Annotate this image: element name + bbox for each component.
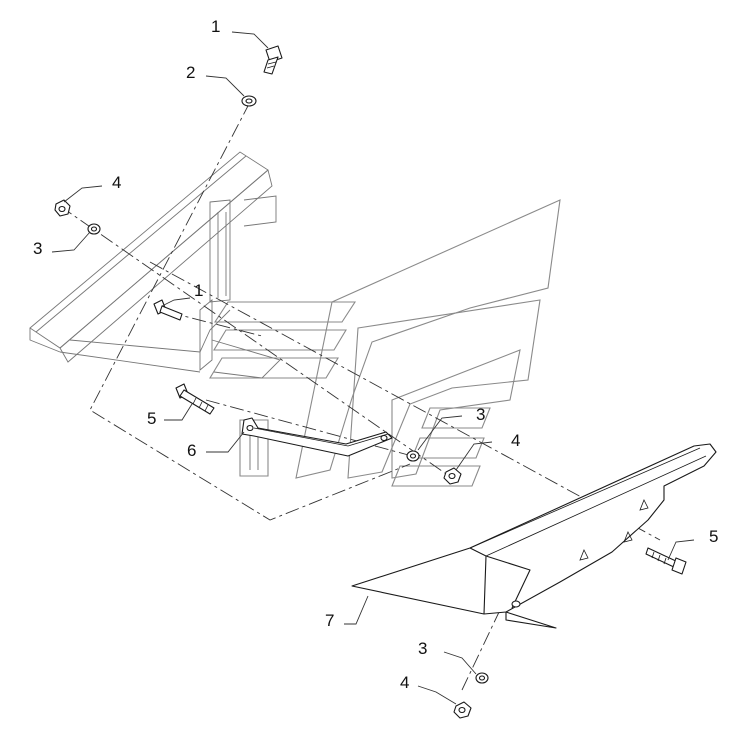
washer-top <box>241 95 257 107</box>
divider-point <box>351 443 717 629</box>
callout-4-left: 4 <box>112 173 121 192</box>
callout-7: 7 <box>325 611 334 630</box>
callout-4-bottom: 4 <box>400 673 409 692</box>
leader-lines <box>51 31 695 705</box>
callout-1-middle: 1 <box>194 281 203 300</box>
washer-left <box>87 223 101 235</box>
bolt-right <box>645 547 687 575</box>
callout-2: 2 <box>186 63 195 82</box>
frame-chassis <box>29 151 281 379</box>
watermark-logo <box>209 199 561 487</box>
screw-middle <box>153 299 183 321</box>
screw-top <box>263 45 283 75</box>
callout-3-bottom: 3 <box>418 639 427 658</box>
nut-left <box>54 199 71 217</box>
nut-bottom <box>453 701 472 719</box>
nut-middle <box>443 467 462 485</box>
washer-bottom <box>475 672 489 684</box>
callout-5-right: 5 <box>709 527 718 546</box>
bracket <box>241 417 393 457</box>
callout-6: 6 <box>187 441 196 460</box>
callout-1-top: 1 <box>211 17 220 36</box>
washer-middle <box>406 450 420 462</box>
callout-labels: 1 2 4 3 1 5 6 3 4 5 7 3 4 <box>33 17 718 692</box>
callout-3-left: 3 <box>33 239 42 258</box>
callout-3-middle: 3 <box>476 405 485 424</box>
assembly-axis-lines <box>59 101 661 691</box>
callout-5-left: 5 <box>147 409 156 428</box>
bolt-left <box>175 383 215 415</box>
callout-4-middle: 4 <box>511 431 520 450</box>
